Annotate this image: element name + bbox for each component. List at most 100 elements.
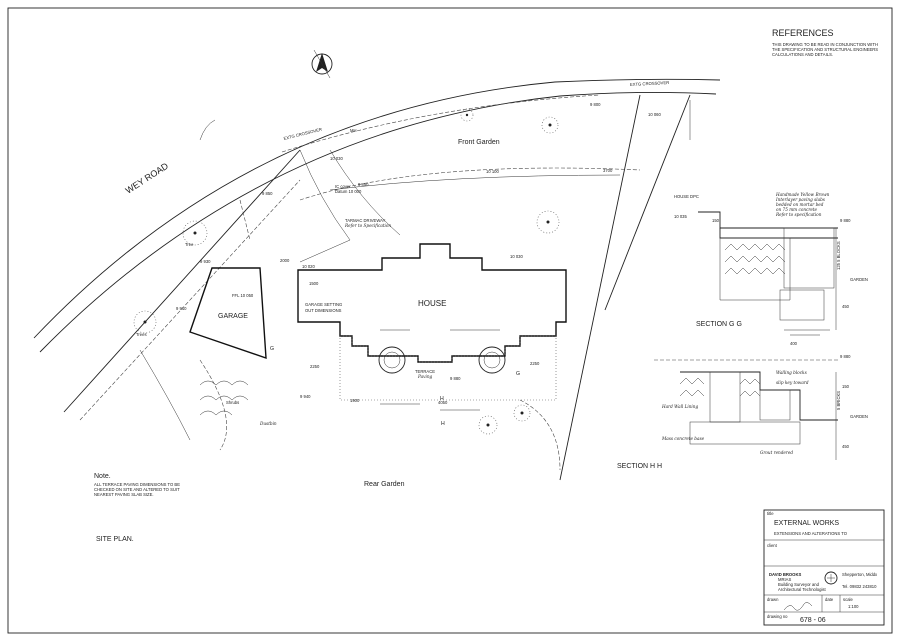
title-block [763,509,885,626]
section-hh-level: 9 880 [840,354,851,359]
section-gg-note: Interlayer paving slabs [775,197,825,202]
section-gg-note: on 75 mm concrete [776,207,818,212]
section-gg-title: SECTION G G [696,321,742,328]
level-label: 10 030 [510,254,523,259]
road-kerb-inner [39,91,717,353]
note-heading: Note. [94,473,111,480]
section-hh-note: Mass concrete base [661,436,705,441]
terrace-sub: Paving [417,374,433,379]
tree-icon [460,108,474,122]
firm-location: Shepperton, Middx [842,572,878,577]
section-hh-note: Grout rendered [760,450,793,455]
tarmac-sub: Refer to Specification [344,223,391,228]
dimension-label: 1500 [309,281,319,286]
tree-icon [478,415,498,435]
section-gg-garden: GARDEN [850,277,868,282]
firm-line: Architectural Technologist [778,587,826,592]
dimension-label: 2250 [310,364,320,369]
dimension-label: 400 [790,341,798,346]
section-hh-note: Hard Wall Lining [661,404,698,409]
drawing-number: 678 - 06 [800,617,826,624]
shrubs-icon [199,380,249,416]
firm-logo-icon [824,571,838,585]
section-hh-note: Walling blocks [776,370,807,375]
front-garden-label: Front Garden [458,139,500,146]
dimension-label: 450 [842,444,850,449]
section-gg-detail [698,211,838,336]
garage-setting-label: OUT DIMENSIONS [305,308,342,313]
section-hh-note: slip key toward [776,380,809,385]
note-line: NEAREST PAVING SLAB SIZE. [94,492,154,497]
dimension-label: 150 [842,384,850,389]
tree-icon [133,310,157,334]
trees-label: Trees [136,332,147,337]
extg-crossover-label: EXTG CROSSOVER [283,127,322,141]
side-boundary [559,94,641,481]
section-hh-detail [654,359,840,460]
road-kerb-outer [33,78,721,339]
level-label: 9 800 [590,102,601,107]
manhole-label: MH [350,128,357,133]
section-hh-garden: GARDEN [850,414,868,419]
dimension-label: 450 [842,304,850,309]
terrace-label: TERRACE [415,369,435,374]
site-plan-label: SITE PLAN. [96,536,134,543]
north-arrow-icon [311,49,333,79]
title-block-label: client [767,543,778,548]
front-boundary [63,149,301,413]
section-mark-g: G [270,346,274,352]
tree-icon [182,220,208,246]
sheet-border [7,7,893,634]
firm-phone: Tel. 09832 243810 [842,584,877,589]
tree-icon [536,210,560,234]
section-gg-courses: 125 5 BLOCKS [836,241,841,270]
ffl-level: FFL 10 050 [232,293,254,298]
dimension-label: 150 [712,218,720,223]
house-label: HOUSE [418,299,446,308]
section-hh-courses: 5 BRICKS [836,391,841,410]
level-label: 9 850 [358,182,369,187]
level-label: 9 940 [300,394,311,399]
level-label: 9 910 [176,306,187,311]
section-gg-note: Handmade Yellow Brown [775,192,830,197]
section-gg-note: Refer to specification [775,212,822,217]
drawing-subtitle: EXTENSIONS AND ALTERATIONS TO [774,531,848,536]
tree-icon [541,116,559,134]
section-mark-h: H [440,396,444,402]
house-dpc-label: HOUSE DPC [674,194,699,199]
note-line: ALL TERRACE PAVING DIMENSIONS TO BE [94,482,180,487]
dimension-label: 4050 [438,400,448,405]
level-label: 10 030 [330,156,343,161]
shrubs-label: Shrubs [226,400,239,405]
drawing-title: EXTERNAL WORKS [774,520,839,527]
references-heading: REFERENCES [772,28,834,38]
level-label: 10 020 [302,264,315,269]
level-label: 10 060 [648,112,661,117]
references-line: THE SPECIFICATION AND STRUCTURAL ENGINEE… [772,47,878,52]
section-hh-title: SECTION H H [617,463,662,470]
road-name: WEY ROAD [124,160,171,195]
drawing-scale: 1:100 [848,604,859,609]
ic-cover-label: IC cover [335,184,351,189]
rear-garden-label: Rear Garden [364,481,405,488]
drawn-signature [783,602,813,611]
garage-setting-label: GARAGE SETTING [305,302,342,307]
references-line: THIS DRAWING TO BE READ IN CONJUNCTION W… [772,42,878,47]
level-label: 9 850 [262,191,273,196]
dimension-label: 3700 [603,168,613,173]
ic-datum-label: Datum 10 000 [335,189,362,194]
firm-sub: MRIAS [778,577,791,582]
garage-label: GARAGE [218,313,248,320]
note-line: CHECKED ON SITE AND ALTERED TO SUIT [94,487,180,492]
level-label: 9 930 [200,259,211,264]
firm-line: Building Surveyor and [778,582,820,587]
section-gg-level: 9 880 [840,218,851,223]
dustbin-label: Dustbin [259,421,277,426]
tarmac-label: TARMAC DRIVEWAY [345,218,386,223]
planter-circle [378,346,406,374]
dimension-label: 2250 [530,361,540,366]
dimension-label: 1900 [350,398,360,403]
planter-circle [478,346,506,374]
tree-label: Tree [185,242,194,247]
